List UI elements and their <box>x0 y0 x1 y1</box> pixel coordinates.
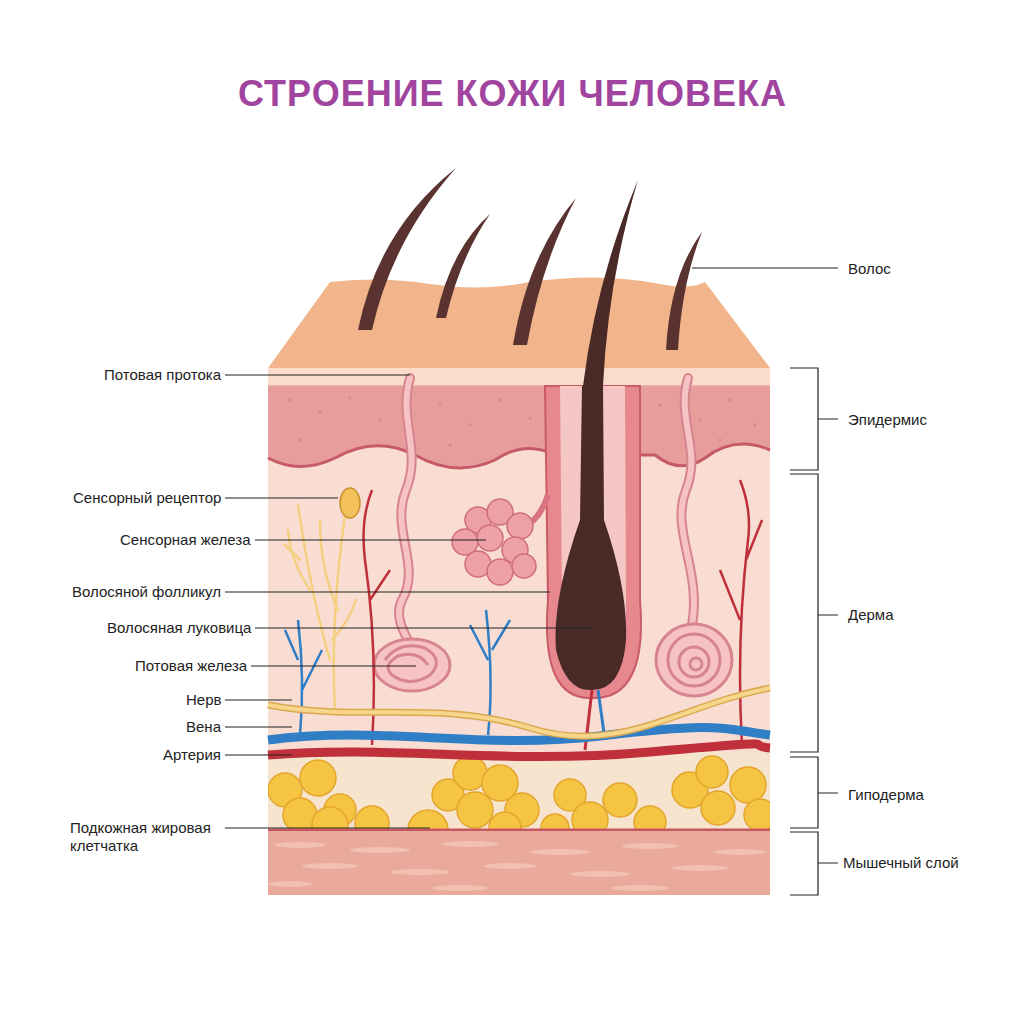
part-label: Волос <box>848 260 891 278</box>
part-label: Артерия <box>163 746 221 764</box>
part-label: Гиподерма <box>848 786 924 804</box>
part-label: Мышечный слой <box>843 854 959 872</box>
part-label: Потовая железа <box>135 657 247 675</box>
part-label: Вена <box>186 718 221 736</box>
part-label: Подкожная жировая клетчатка <box>70 819 220 855</box>
part-label: Эпидермис <box>848 411 927 429</box>
part-label: Дерма <box>848 606 894 624</box>
leader-lines <box>225 268 838 828</box>
part-label: Потовая протока <box>104 366 221 384</box>
part-label: Нерв <box>186 691 222 709</box>
part-label: Сенсорная железа <box>120 531 251 549</box>
part-label: Волосяной фолликул <box>72 583 221 601</box>
part-label: Сенсорный рецептор <box>73 489 221 507</box>
part-label: Волосяная луковица <box>107 619 251 637</box>
layer-brackets <box>790 368 838 895</box>
diagram-title: СТРОЕНИЕ КОЖИ ЧЕЛОВЕКА <box>238 73 787 115</box>
